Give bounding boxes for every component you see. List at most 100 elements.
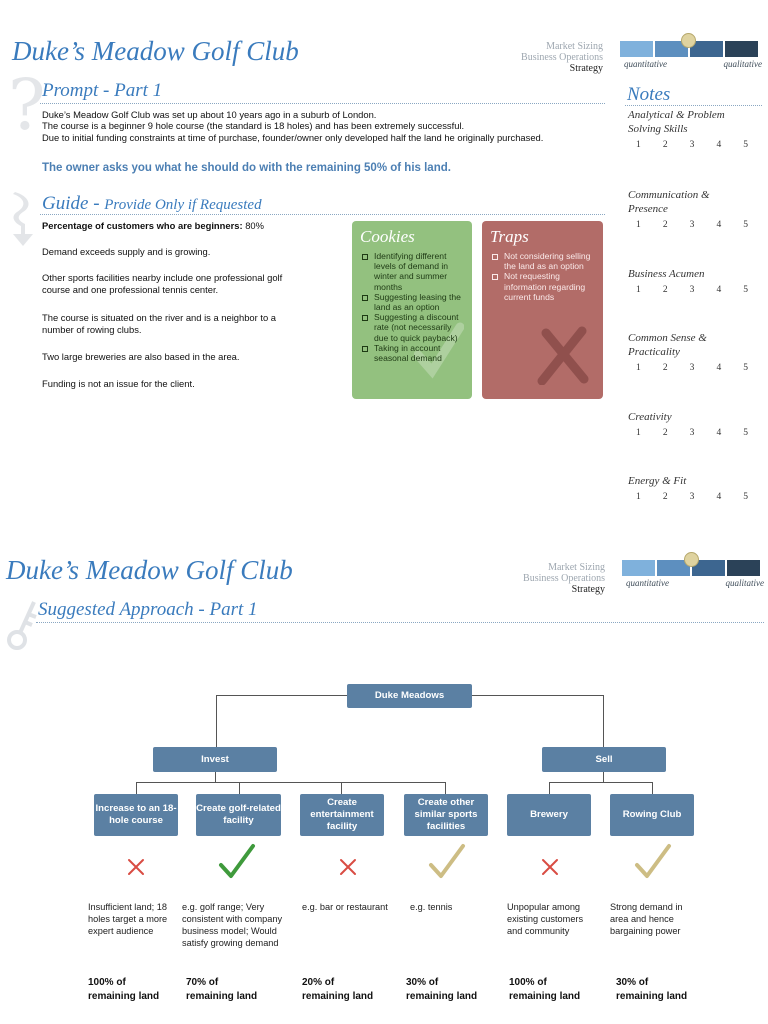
tree-connector	[549, 782, 550, 794]
rating-option[interactable]: 1	[636, 428, 641, 438]
tree-connector	[603, 695, 604, 747]
tag-business-operations: Business Operations	[523, 573, 605, 584]
option-share: 100% of remaining land	[509, 976, 580, 1004]
option-description: Insufficient land; 18 holes target a mor…	[88, 902, 168, 936]
rating-option[interactable]: 2	[662, 492, 668, 502]
share-value: 20% of	[302, 977, 335, 988]
rating-option[interactable]: 5	[743, 492, 748, 502]
tag-business-operations: Business Operations	[521, 52, 603, 63]
scale-right-label: qualitative	[725, 578, 765, 588]
tree-connector	[603, 772, 604, 782]
tag-market-sizing: Market Sizing	[548, 562, 605, 573]
option-description: Strong demand in area and hence bargaini…	[610, 902, 683, 936]
rating-option[interactable]: 1	[636, 492, 641, 502]
scale-segment-4	[727, 560, 760, 576]
rating-option[interactable]: 2	[662, 363, 668, 373]
quant-qual-scale	[622, 560, 760, 576]
guide-beginners: Percentage of customers who are beginner…	[42, 220, 342, 232]
rating-option[interactable]: 5	[743, 428, 748, 438]
checkmark-icon	[635, 844, 671, 878]
skill-name: Energy & Fit	[628, 475, 687, 487]
rating-option[interactable]: 2	[662, 428, 668, 438]
tree-connector	[445, 782, 446, 794]
approach-heading: Suggested Approach - Part 1	[38, 599, 258, 620]
rating-option[interactable]: 3	[689, 285, 695, 295]
rating-option[interactable]: 3	[689, 428, 695, 438]
skill-rating: 1 2 3 4 5	[636, 492, 748, 502]
tree-connector	[136, 782, 137, 794]
trap-item: Not requesting information regarding cur…	[490, 271, 595, 302]
rating-option[interactable]: 4	[716, 363, 722, 373]
share-label: remaining land	[302, 991, 374, 1002]
skill-rating: 1 2 3 4 5	[636, 140, 748, 150]
skill-rating: 1 2 3 4 5	[636, 363, 748, 373]
option-share: 30% of remaining land	[406, 976, 477, 1004]
rating-option[interactable]: 3	[689, 220, 695, 230]
scale-segment-2	[657, 560, 690, 576]
case-category-tags: Market Sizing Business Operations Strate…	[480, 562, 605, 595]
rating-option[interactable]: 5	[743, 285, 748, 295]
skill-rating: 1 2 3 4 5	[636, 220, 748, 230]
rating-option[interactable]: 1	[636, 363, 641, 373]
rating-option[interactable]: 4	[716, 220, 722, 230]
option-share: 30% of remaining land	[616, 976, 687, 1004]
option-node-18-hole: Increase to an 18-hole course	[94, 794, 178, 836]
cookies-list: Identifying different levels of demand i…	[360, 251, 464, 363]
rating-option[interactable]: 4	[716, 428, 722, 438]
rating-option[interactable]: 1	[636, 140, 641, 150]
guide-para-1: Demand exceeds supply and is growing.	[42, 246, 211, 257]
tree-root-node: Duke Meadows	[347, 684, 472, 708]
rating-option[interactable]: 4	[716, 492, 722, 502]
share-value: 100% of	[88, 977, 126, 988]
approach-divider	[36, 622, 764, 623]
checkmark-icon	[429, 844, 465, 878]
rating-option[interactable]: 5	[743, 140, 748, 150]
traps-title: Traps	[490, 227, 529, 246]
rating-option[interactable]: 1	[636, 285, 641, 295]
rating-option[interactable]: 3	[689, 363, 695, 373]
scale-segment-2	[655, 41, 688, 57]
scale-left-label: quantitative	[626, 578, 669, 588]
rating-option[interactable]: 2	[662, 285, 668, 295]
cross-icon	[128, 859, 144, 875]
guide-para-5: Funding is not an issue for the client.	[42, 378, 195, 389]
notes-divider	[625, 105, 762, 106]
rating-option[interactable]: 4	[716, 285, 722, 295]
tree-connector	[549, 782, 653, 783]
rating-option[interactable]: 5	[743, 220, 748, 230]
owner-question: The owner asks you what he should do wit…	[42, 162, 451, 174]
trap-item: Not considering selling the land as an o…	[490, 251, 595, 271]
guide-heading: Guide - Provide Only if Requested	[42, 193, 262, 215]
option-node-golf-facility: Create golf-related facility	[196, 794, 281, 836]
share-label: remaining land	[616, 991, 688, 1002]
cookies-box: Cookies Identifying different levels of …	[352, 221, 472, 399]
rating-option[interactable]: 4	[716, 140, 722, 150]
scale-segment-4	[725, 41, 758, 57]
rating-option[interactable]: 2	[662, 140, 668, 150]
rating-option[interactable]: 3	[689, 140, 695, 150]
tree-connector	[136, 782, 446, 783]
rating-option[interactable]: 2	[662, 220, 668, 230]
rating-option[interactable]: 3	[689, 492, 695, 502]
rating-option[interactable]: 5	[743, 363, 748, 373]
cookies-title: Cookies	[360, 227, 415, 246]
skill-name: Creativity	[628, 411, 672, 423]
cookie-item: Taking in account seasonal demand	[360, 343, 464, 363]
rating-option[interactable]: 1	[636, 220, 641, 230]
guide-divider	[40, 214, 605, 215]
option-description: Unpopular among existing customers and c…	[507, 902, 584, 936]
tree-connector	[216, 695, 217, 747]
scale-labels: quantitative qualitative	[626, 578, 764, 588]
tag-strategy: Strategy	[569, 63, 603, 74]
option-share: 100% of remaining land	[88, 976, 159, 1004]
scale-left-label: quantitative	[624, 59, 667, 69]
option-node-brewery: Brewery	[507, 794, 591, 836]
tree-connector	[239, 782, 240, 794]
cookie-item: Suggesting a discount rate (not necessar…	[360, 312, 464, 343]
cookie-item: Suggesting leasing the land as an option	[360, 292, 464, 312]
share-label: remaining land	[406, 991, 478, 1002]
question-mark-icon: ?	[8, 64, 46, 146]
